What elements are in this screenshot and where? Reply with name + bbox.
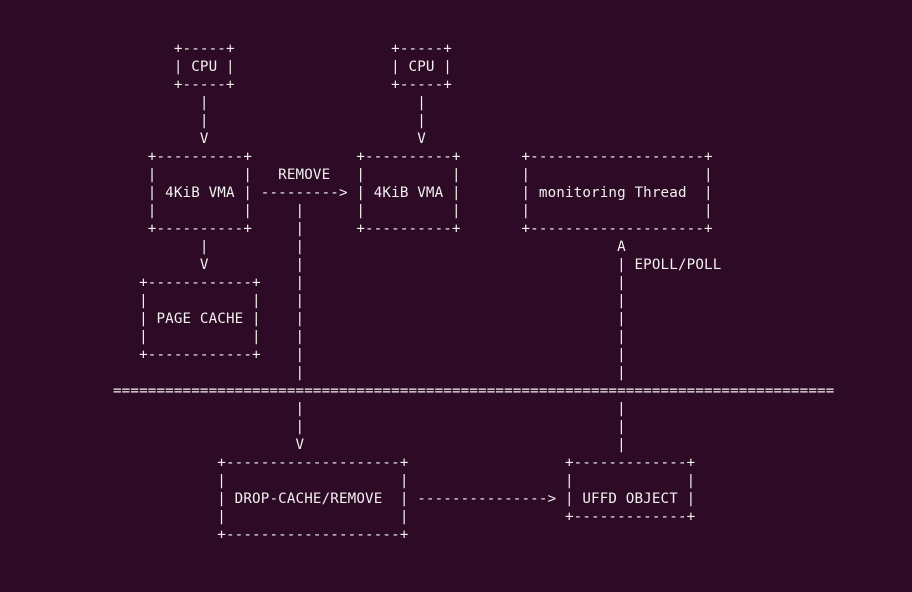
cpu-to-vma-arrowheads: V V [0, 131, 426, 147]
cpu-boxes-labels: | CPU | | CPU | [0, 59, 452, 75]
epoll-poll-label-row: V | | EPOLL/POLL [0, 257, 722, 273]
vma-row-bottom-border: +----------+ | +----------+ +-----------… [0, 221, 713, 237]
vma-row-labels: | 4KiB VMA | ---------> | 4KiB VMA | | m… [0, 185, 713, 201]
kernel-boundary-separator: ========================================… [0, 383, 835, 399]
page-cache-padding-bottom: | | | | [0, 329, 626, 345]
vertical-connectors: | | [0, 365, 626, 381]
vma-row-remove-label: | | REMOVE | | | | [0, 167, 713, 183]
drop-cache-arrowhead: V | [0, 437, 626, 453]
bottom-boxes-top-border: +--------------------+ +-------------+ [0, 455, 696, 471]
vma-row-padding: | | | | | | | [0, 203, 713, 219]
drop-cache-bottom-border: +--------------------+ [0, 527, 409, 543]
bottom-boxes-padding: | | | | [0, 473, 696, 489]
below-boundary-connectors-2: | | [0, 419, 626, 435]
vma-row-top-border: +----------+ +----------+ +-------------… [0, 149, 713, 165]
cpu-boxes-top-border: +-----+ +-----+ [0, 41, 452, 57]
bottom-boxes-lower: | | +-------------+ [0, 509, 696, 525]
bottom-boxes-labels: | DROP-CACHE/REMOVE | ---------------> |… [0, 491, 696, 507]
vma-to-cache-connector: | | A [0, 239, 626, 255]
cpu-boxes-bottom-border: +-----+ +-----+ [0, 77, 452, 93]
page-cache-bottom-border: +------------+ | | [0, 347, 626, 363]
page-cache-label: | PAGE CACHE | | | [0, 311, 626, 327]
page-cache-padding-top: | | | | [0, 293, 626, 309]
below-boundary-connectors-1: | | [0, 401, 626, 417]
cpu-to-vma-connector-2: | | [0, 113, 426, 129]
page-cache-top-border: +------------+ | | [0, 275, 626, 291]
cpu-to-vma-connector-1: | | [0, 95, 426, 111]
